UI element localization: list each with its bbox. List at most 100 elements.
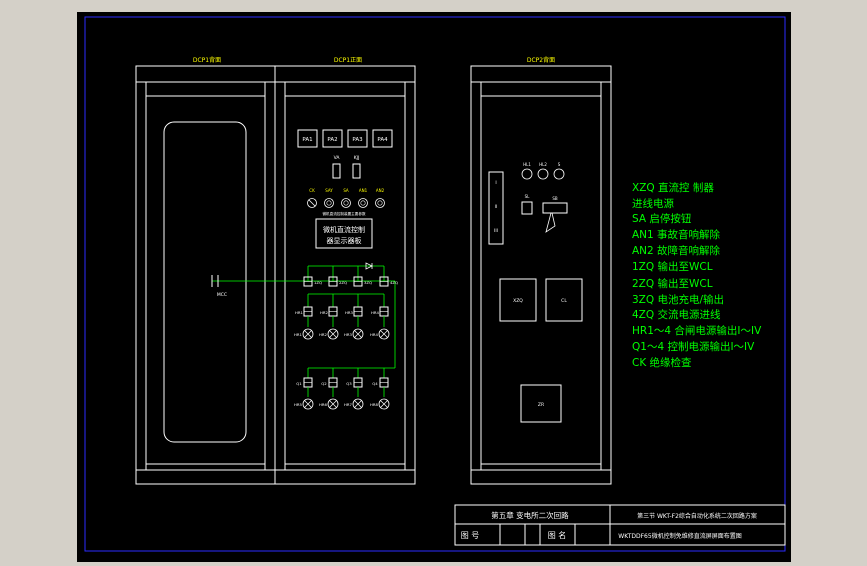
switch-knob [307,198,317,208]
lamp-label: HR1 [294,332,302,337]
meter-box [372,129,393,148]
dcp1-back-panel [135,65,276,485]
indicator-row: VA KJJ [332,155,361,179]
tb-section: 第三节 WKT-F2综合自动化系统二次回路方案 [637,512,757,520]
breaker-label: HR4 [371,310,379,315]
drawing-frame [84,16,786,552]
breaker-label: Q1 [296,381,302,386]
lamp-label: HR3 [344,332,352,337]
dcp1-back-title: DCP1背面 [193,56,221,64]
breaker-label: 3ZQ [364,280,372,285]
indicator-lamp [327,398,339,410]
legend-item: CK 绝缘检查 [632,356,692,369]
breaker-label: HR3 [345,310,353,315]
caption-small: 微机直流控制装置主要参数 [322,211,366,216]
lamp-label: HL2 [539,162,547,167]
legend-item: 2ZQ 输出至WCL [632,277,713,290]
cl-box [545,278,583,322]
breaker-label: Q3 [346,381,352,386]
switch-knob [375,198,385,208]
breaker-label: 4ZQ [390,280,398,285]
switch-knob [324,198,334,208]
dcp1-front-panel [274,65,416,485]
indicator-box [332,163,341,179]
dcp2-panel [470,65,612,485]
legend-item: HR1～4 合闸电源输出I～IV [632,324,762,337]
breaker-label: 1ZQ [314,280,322,285]
indicator-lamp [378,328,390,340]
stage-label: II [495,204,498,210]
legend-item: 3ZQ 电池充电/输出 [632,293,724,306]
indicator-lamp [327,328,339,340]
sl-label: SL [525,194,531,199]
lamp-label: HR2 [319,332,327,337]
breaker-label: Q4 [372,381,378,386]
legend-item: AN1 事故音响解除 [632,228,721,241]
switch-row: CK SAY SA AN1 AN2 [307,188,385,208]
switch-label: SA [343,188,349,193]
switch-knob [341,198,351,208]
indicator-lamp [352,398,364,410]
lamp-label: HR7 [344,402,352,407]
dcp2-title: DCP2背面 [527,56,555,64]
stage-label: III [494,228,498,234]
sl-box [521,201,533,215]
legend-item: Q1～4 控制电源输出I～IV [632,340,755,353]
indicator-lamp [378,398,390,410]
lamp-label: HL1 [523,162,531,167]
indicator-lamp [352,328,364,340]
indicator-lamp [302,328,314,340]
tb-fig-no-label: 图 号 [461,531,480,540]
stage-indicator [488,171,504,245]
controller-display [315,218,373,249]
sb-handle [545,212,556,233]
indicator-label: KJJ [354,155,360,161]
xzq-label: XZQ [513,298,523,304]
sb-label: SB [552,196,558,201]
meter-box [347,129,368,148]
tb-fig-name: WKTDDF65微机控制免维修直流屏屏面布置图 [618,532,741,540]
lamp-label: HR4 [370,332,378,337]
lamp-label: S [558,162,561,167]
meter-label: PA1 [302,137,312,143]
legend-item: XZQ 直流控 制器 [632,181,714,194]
indicator-box [352,163,361,179]
diode-symbol [365,262,373,270]
breaker-label: HR1 [295,310,303,315]
tb-chapter: 第五章 变电所二次回路 [491,510,569,520]
legend-item: 1ZQ 输出至WCL [632,260,713,273]
mcc-label: MCC [217,292,227,298]
breaker-label: Q2 [321,381,327,386]
title-block [454,504,786,546]
meter-label: PA3 [352,137,363,143]
zr-label: ZR [538,402,544,408]
lamp-label: HR8 [370,402,378,407]
lamp-label: HR6 [319,402,327,407]
switch-label: AN1 [359,188,368,193]
breaker-label: 2ZQ [339,280,347,285]
switch-label: SAY [325,188,333,193]
zr-box [520,384,562,423]
breaker-label: HR2 [320,310,328,315]
switch-label: AN2 [376,188,385,193]
indicator-label: VA [334,155,341,161]
legend-item: 进线电源 [632,197,674,210]
switch-knob [358,198,368,208]
display-line-2: 器显示器板 [327,236,362,245]
meter-label: PA4 [377,137,388,143]
meter-row: PA1 PA2 PA3 PA4 [297,129,393,148]
indicator-lamp [521,168,533,180]
lamp-label: HR5 [294,402,302,407]
legend-item: SA 启停按钮 [632,212,692,225]
meter-label: PA2 [327,137,337,143]
indicator-lamp [302,398,314,410]
switch-label: CK [309,188,315,193]
indicator-lamp [537,168,549,180]
display-line-1: 微机直流控制 [323,225,365,234]
xzq-box [499,278,537,322]
